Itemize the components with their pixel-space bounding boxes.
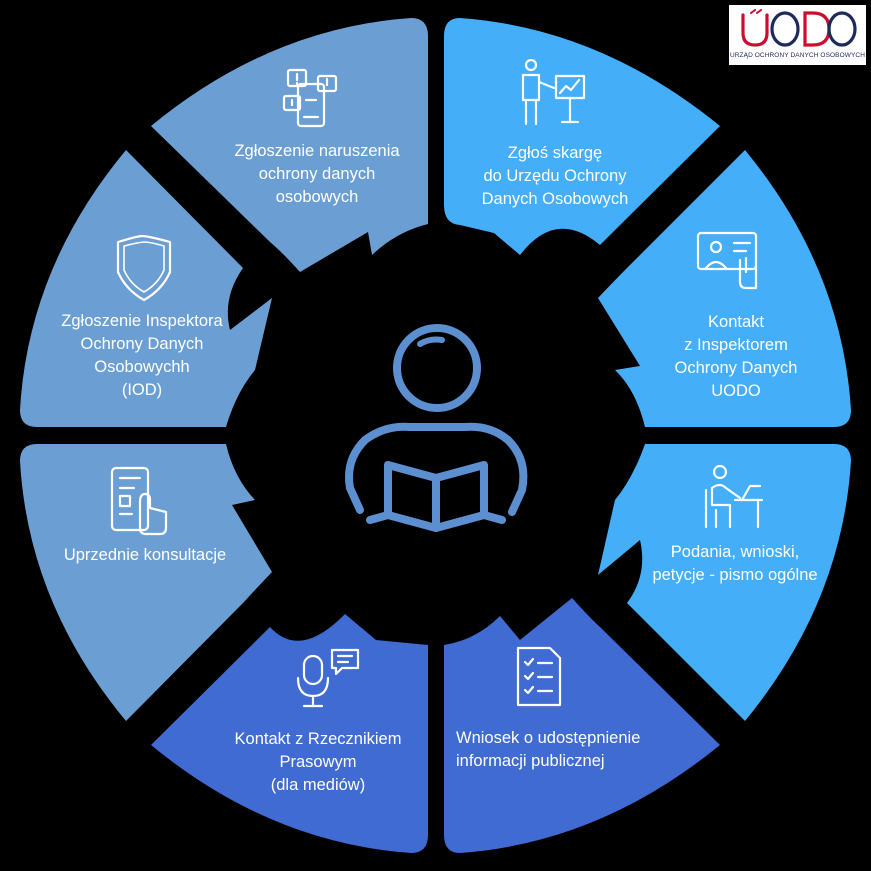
- segment-informacja[interactable]: [444, 598, 720, 853]
- segment-kontakt-iod[interactable]: [598, 150, 851, 427]
- person-at-desk-icon: [704, 464, 764, 529]
- segment-naruszenia[interactable]: [151, 18, 428, 272]
- label-rzecznik: Kontakt z Rzecznikiem Prasowym (dla medi…: [234, 730, 402, 794]
- label-konsultacje: Uprzednie konsultacje: [63, 546, 227, 564]
- video-contact-hand-icon: [696, 231, 758, 290]
- segment-konsultacje[interactable]: [20, 444, 272, 721]
- uodo-logo[interactable]: URZĄD OCHRONY DANYCH OSOBOWYCH: [729, 5, 866, 65]
- label-podania: Podania, wnioski, petycje - pismo ogólne: [652, 543, 818, 584]
- shield-icon: [116, 234, 172, 302]
- microphone-chat-icon: [296, 648, 360, 708]
- label-skarga: Zgłoś skargę do Urzędu Ochrony Danych Os…: [481, 144, 629, 208]
- logo-caption: URZĄD OCHRONY DANYCH OSOBOWYCH: [729, 52, 866, 59]
- label-informacja: Wniosek o udostępnienie informacji publi…: [456, 729, 641, 770]
- segment-inspektor[interactable]: [20, 150, 272, 427]
- segment-podania[interactable]: [598, 444, 851, 721]
- presenter-board-icon: [521, 58, 586, 126]
- phone-tap-icon: [110, 466, 168, 536]
- label-inspektor: Zgłoszenie Inspektora Ochrony Danych Oso…: [61, 312, 223, 399]
- person-reading-book-icon: [345, 324, 528, 532]
- checklist-document-icon: [516, 646, 562, 707]
- label-naruszenia: Zgłoszenie naruszenia ochrony danych oso…: [234, 142, 400, 206]
- segment-rzecznik[interactable]: [151, 614, 428, 853]
- label-kontakt-iod: Kontakt z Inspektorem Ochrony Danych UOD…: [674, 313, 798, 400]
- uodo-logo-mark: [741, 9, 857, 47]
- segment-skarga[interactable]: [444, 18, 720, 255]
- alert-chat-phone-icon: [282, 68, 338, 128]
